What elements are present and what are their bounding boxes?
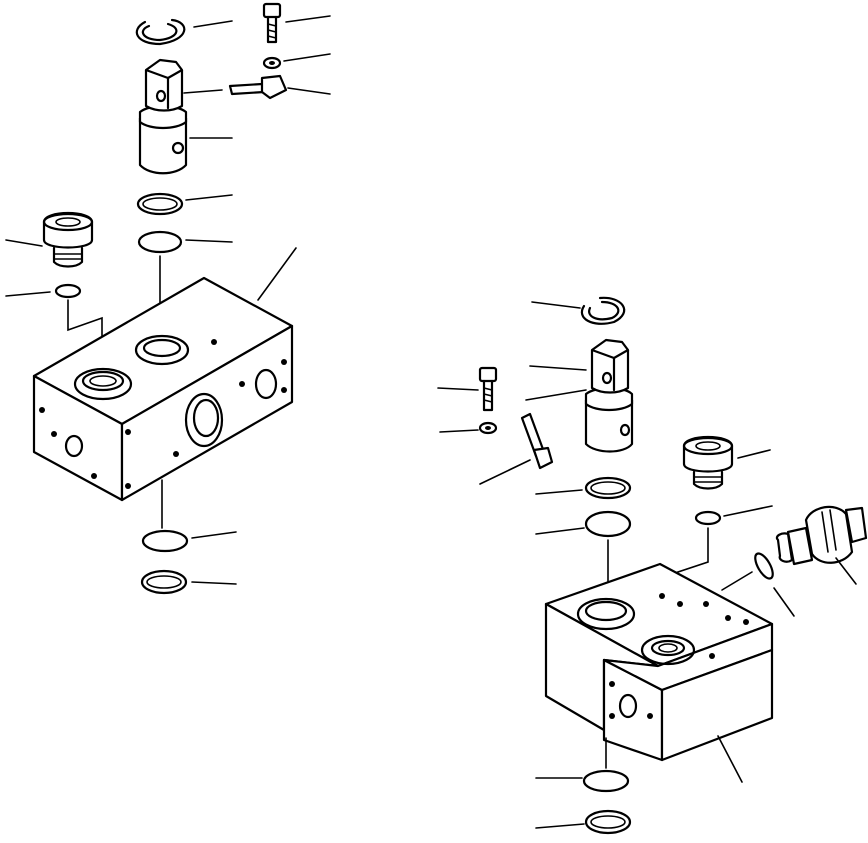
left-o-ring-4 [141, 529, 237, 553]
right-valve-body [544, 562, 774, 783]
right-o-ring-1 [535, 476, 632, 500]
left-o-ring-1 [136, 192, 233, 216]
left-o-ring-2 [137, 230, 233, 254]
left-lock-plate [228, 74, 331, 100]
right-relief-valve [775, 505, 868, 585]
left-spool [138, 58, 233, 175]
right-o-ring-6 [721, 552, 795, 617]
left-valve-body [32, 247, 297, 502]
right-snap-ring [531, 296, 626, 325]
right-valve-assembly [437, 296, 868, 835]
right-o-ring-4 [535, 769, 630, 793]
right-plug [682, 436, 771, 490]
left-valve-assembly [5, 2, 331, 595]
right-lock-plate [479, 389, 587, 485]
right-o-ring-3 [694, 505, 773, 526]
right-o-ring-5 [535, 809, 632, 835]
right-bolt [437, 366, 498, 412]
left-o-ring-3 [5, 283, 82, 299]
right-washer [439, 421, 498, 435]
right-spool [529, 338, 634, 453]
left-bolt [262, 2, 331, 44]
right-o-ring-2 [535, 510, 632, 538]
left-snap-ring [135, 18, 233, 46]
left-plug [5, 212, 94, 268]
left-washer [262, 53, 331, 70]
left-o-ring-5 [140, 569, 237, 595]
